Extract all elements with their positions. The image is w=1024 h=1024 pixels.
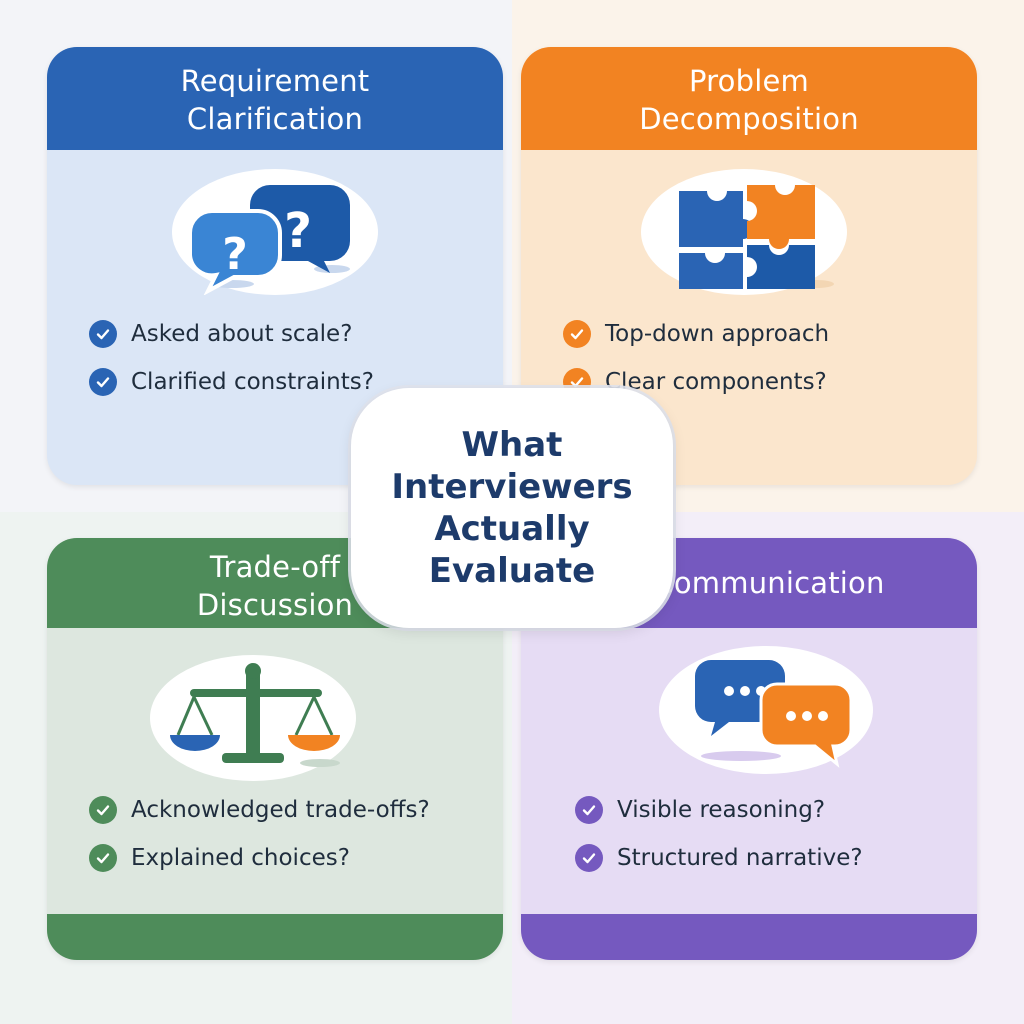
balance-scale-icon — [150, 655, 356, 781]
question-bubbles-icon: ? ? — [172, 169, 378, 295]
card-header: Problem Decomposition — [521, 47, 977, 150]
list-item: Explained choices? — [89, 834, 430, 882]
check-icon — [575, 844, 603, 872]
list-item: Visible reasoning? — [575, 786, 863, 834]
list-item: Top-down approach — [563, 310, 829, 358]
list-item-label: Explained choices? — [131, 845, 350, 871]
card-header: Requirement Clarification — [47, 47, 503, 150]
center-title: What Interviewers Actually Evaluate — [391, 425, 633, 591]
list-item: Clarified constraints? — [89, 358, 374, 406]
checklist: Asked about scale? Clarified constraints… — [89, 310, 374, 406]
check-icon — [563, 320, 591, 348]
list-item-label: Clarified constraints? — [131, 369, 374, 395]
check-icon — [89, 320, 117, 348]
card-footer — [521, 914, 977, 960]
card-title: Problem Decomposition — [639, 63, 859, 136]
list-item: Acknowledged trade-offs? — [89, 786, 430, 834]
card-title: Requirement Clarification — [180, 63, 370, 136]
chat-bubbles-icon — [659, 646, 873, 774]
check-icon — [575, 796, 603, 824]
center-title-badge: What Interviewers Actually Evaluate — [351, 388, 673, 628]
svg-text:?: ? — [222, 229, 248, 280]
card-title: Trade-off Discussion — [196, 550, 354, 622]
checklist: Visible reasoning? Structured narrative? — [575, 786, 863, 882]
list-item-label: Visible reasoning? — [617, 797, 826, 823]
check-icon — [89, 844, 117, 872]
list-item-label: Asked about scale? — [131, 321, 353, 347]
card-title: Communication — [653, 566, 885, 600]
checklist: Top-down approach Clear components? — [563, 310, 829, 406]
check-icon — [89, 796, 117, 824]
puzzle-pieces-icon — [641, 169, 847, 295]
card-footer — [47, 914, 503, 960]
card-trade-off-discussion: Trade-off Discussion Acknowledged trade-… — [47, 538, 503, 960]
svg-text:?: ? — [284, 203, 312, 259]
list-item-label: Clear components? — [605, 369, 827, 395]
list-item-label: Acknowledged trade-offs? — [131, 797, 430, 823]
check-icon — [89, 368, 117, 396]
list-item: Structured narrative? — [575, 834, 863, 882]
checklist: Acknowledged trade-offs? Explained choic… — [89, 786, 430, 882]
list-item: Clear components? — [563, 358, 829, 406]
list-item: Asked about scale? — [89, 310, 374, 358]
list-item-label: Structured narrative? — [617, 845, 863, 871]
list-item-label: Top-down approach — [605, 321, 830, 347]
